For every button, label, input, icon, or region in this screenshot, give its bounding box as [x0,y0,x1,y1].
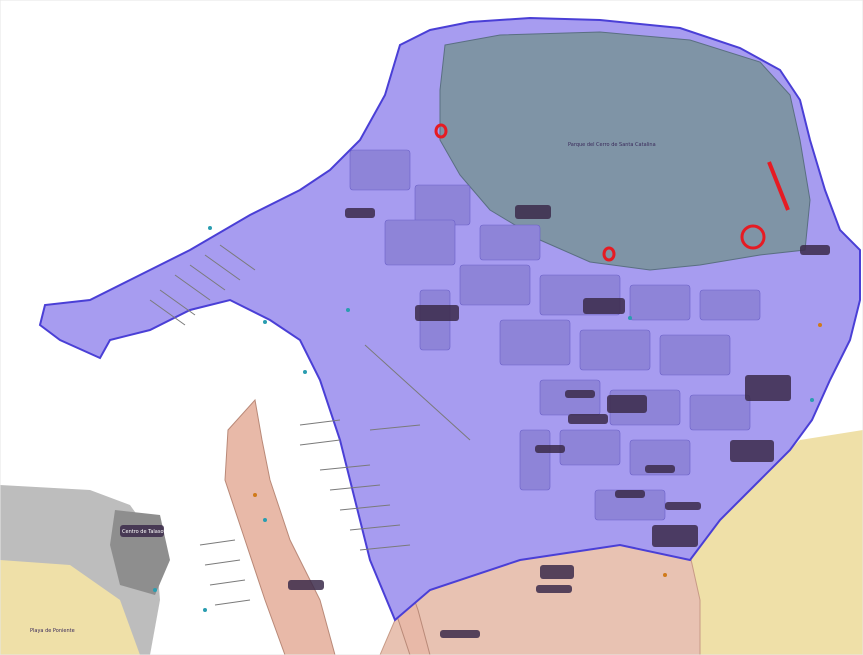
beach-area-right [690,430,863,655]
marker-circle-1 [434,123,448,139]
map-label-pills [120,205,830,638]
beach-sand-left-over [0,560,140,655]
marina-berths [149,244,471,606]
pier-left [224,398,336,655]
center-label-left: Centro de Talasoterapia [122,529,181,535]
marker-line [767,161,790,211]
marker-circle-3 [740,224,766,250]
poi-marks [153,226,822,612]
highlight-markers [434,123,790,262]
park-label: Parque del Cerro de Santa Catalina [568,142,656,148]
marker-circle-2 [602,246,616,262]
beach-label-left: Playa de Poniente [30,628,75,634]
